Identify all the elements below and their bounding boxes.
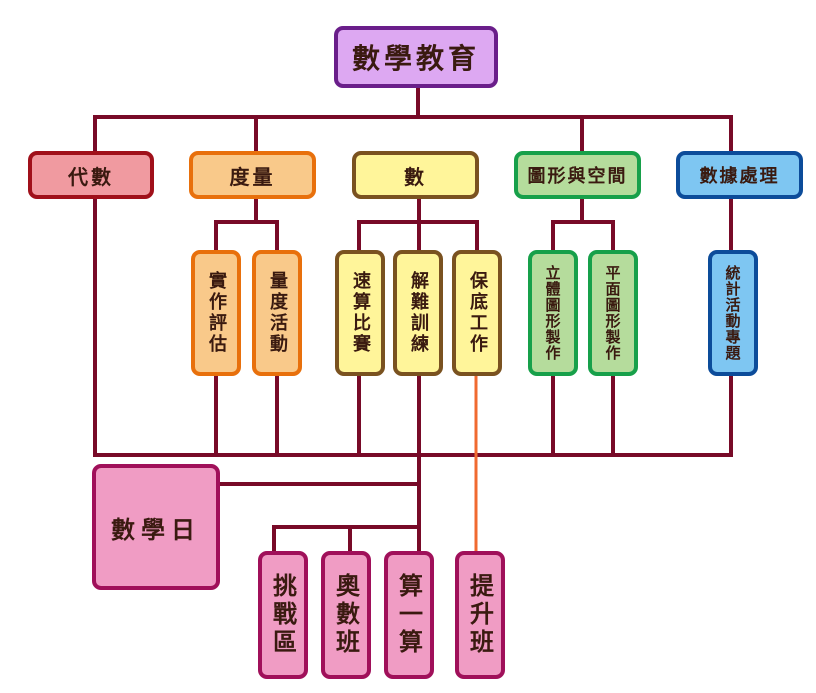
program-label: 奧數班 (331, 573, 361, 657)
root-node: 數學教育 (334, 26, 498, 88)
program-node: 挑戰區 (258, 551, 308, 679)
support-node: 提升班 (455, 551, 505, 679)
math-day-label: 數學日 (111, 514, 201, 544)
program-node: 奧數班 (321, 551, 371, 679)
activity-node: 速算比賽 (335, 250, 385, 376)
program-label: 挑戰區 (268, 573, 298, 657)
activity-label: 實作評估 (206, 271, 227, 355)
activity-node: 平面圖形製作 (588, 250, 638, 376)
category-label: 度量 (229, 164, 276, 189)
category-label: 數據處理 (699, 166, 780, 187)
category-label: 圖形與空間 (527, 166, 628, 187)
activity-label: 平面圖形製作 (603, 265, 622, 361)
category-data-handling: 數據處理 (676, 151, 803, 199)
activity-node: 保底工作 (452, 250, 502, 376)
category-measures: 度量 (189, 151, 316, 199)
root-label: 數學教育 (351, 42, 480, 75)
category-algebra: 代數 (28, 151, 154, 199)
activity-label: 量度活動 (267, 271, 288, 355)
math-day-node: 數學日 (92, 464, 220, 590)
support-label: 提升班 (465, 573, 495, 657)
category-label: 代數 (68, 164, 114, 189)
activity-node: 統計活動專題 (708, 250, 758, 376)
activity-label: 立體圖形製作 (543, 265, 562, 361)
activity-label: 解難訓練 (408, 271, 429, 355)
activity-node: 量度活動 (252, 250, 302, 376)
category-label: 數 (404, 164, 427, 189)
category-number: 數 (352, 151, 479, 199)
program-node: 算一算 (384, 551, 434, 679)
activity-node: 解難訓練 (393, 250, 443, 376)
activity-label: 統計活動專題 (723, 265, 742, 361)
program-label: 算一算 (394, 573, 424, 657)
category-shape-space: 圖形與空間 (514, 151, 641, 199)
activity-label: 保底工作 (467, 271, 488, 355)
activity-node: 立體圖形製作 (528, 250, 578, 376)
activity-node: 實作評估 (191, 250, 241, 376)
activity-label: 速算比賽 (350, 271, 371, 355)
